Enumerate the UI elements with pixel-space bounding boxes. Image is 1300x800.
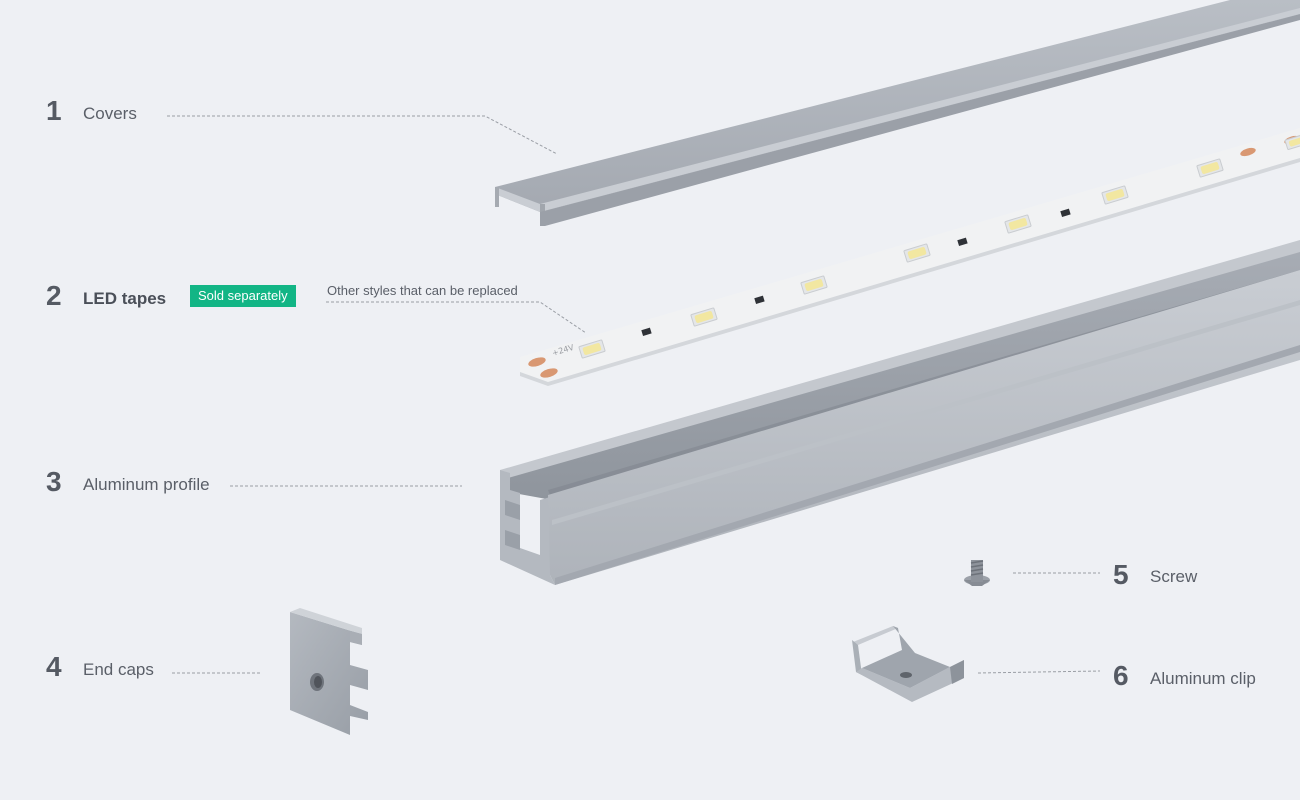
end-cap-part xyxy=(290,608,368,735)
led-chips xyxy=(578,134,1300,359)
part-label-led-tapes: LED tapes xyxy=(83,289,167,308)
led-tape-part: +24V xyxy=(520,128,1300,386)
resistors xyxy=(641,208,1071,337)
part-label-aluminum-profile: Aluminum profile xyxy=(83,475,210,494)
leader-lines xyxy=(167,115,1101,674)
cover-part xyxy=(495,0,1300,226)
sold-separately-badge: Sold separately xyxy=(190,285,296,307)
leader-line-6 xyxy=(977,670,1101,674)
part-number-2: 2 xyxy=(46,280,62,311)
leader-line-2 xyxy=(326,301,587,334)
aluminum-clip-part xyxy=(852,626,964,702)
part-number-3: 3 xyxy=(46,466,62,497)
replaceable-styles-note: Other styles that can be replaced xyxy=(327,283,518,298)
part-number-6: 6 xyxy=(1113,660,1129,691)
part-label-end-caps: End caps xyxy=(83,660,154,679)
part-label-covers: Covers xyxy=(83,104,137,123)
part-label-screw: Screw xyxy=(1150,567,1198,586)
part-number-4: 4 xyxy=(46,651,62,682)
part-number-1: 1 xyxy=(46,95,62,126)
part-label-aluminum-clip: Aluminum clip xyxy=(1150,669,1256,688)
aluminum-profile-part xyxy=(500,240,1300,585)
screw-part xyxy=(964,560,990,586)
part-number-5: 5 xyxy=(1113,559,1129,590)
leader-line-1 xyxy=(167,115,558,155)
